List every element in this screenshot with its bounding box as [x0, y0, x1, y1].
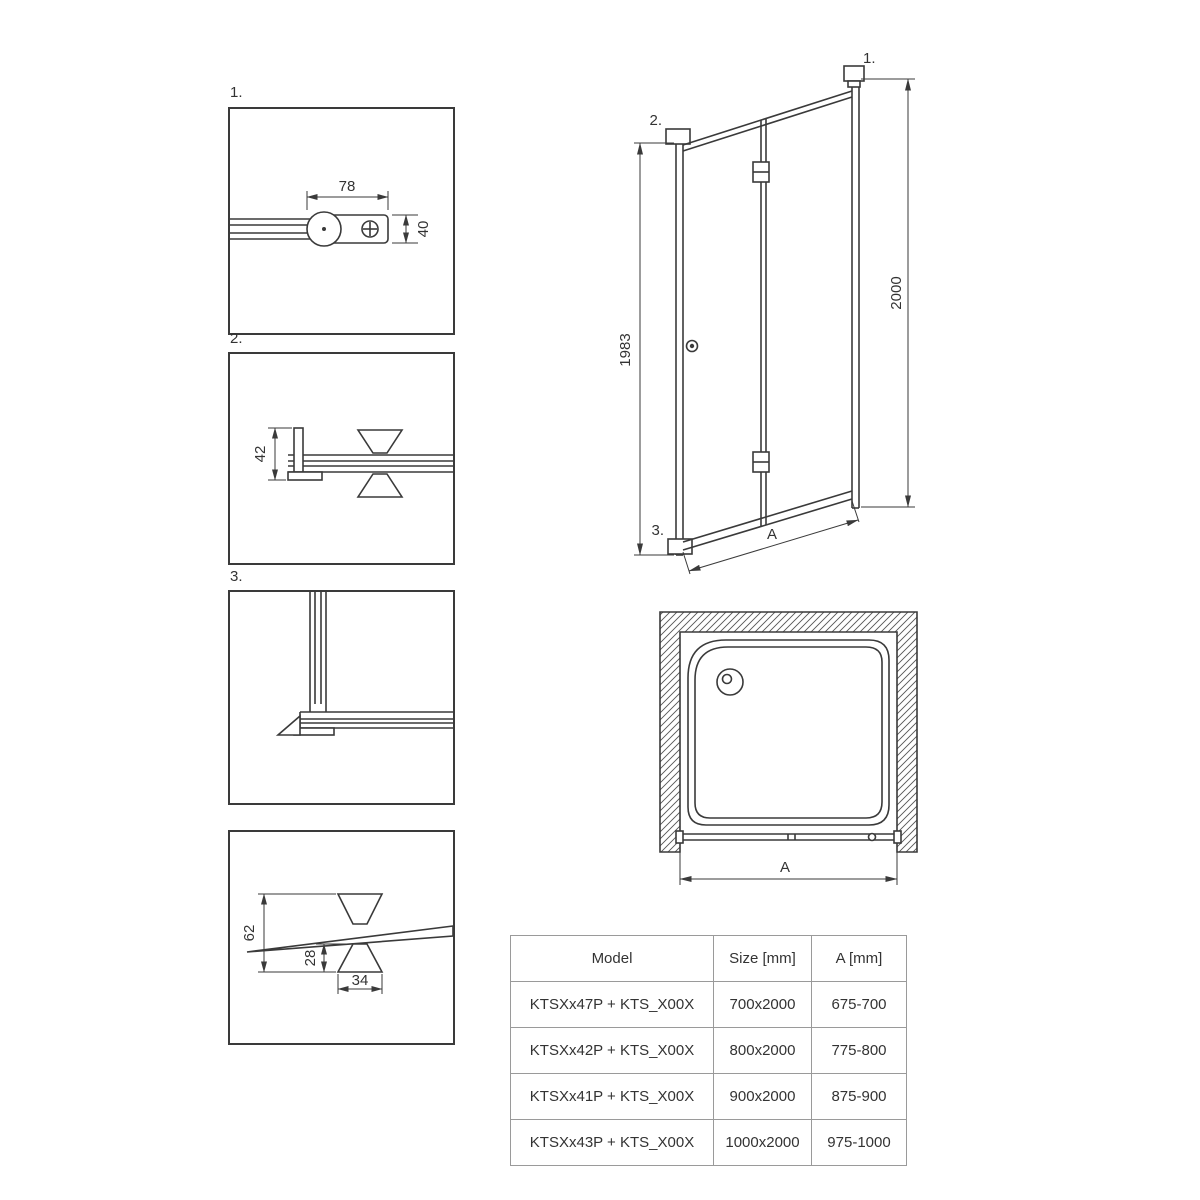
- bottom-rail-parts: [287, 427, 453, 498]
- callout-3-label: 3.: [651, 522, 664, 539]
- dim-34-label: 34: [352, 972, 369, 989]
- knob-bottom: [336, 943, 384, 973]
- cell-a: 675-700: [811, 981, 907, 1028]
- cell-size: 900x2000: [713, 1073, 812, 1120]
- cell-a: 875-900: [811, 1073, 907, 1120]
- shower-tray-inner: [694, 646, 883, 819]
- dim-1983-label: 1983: [617, 333, 634, 366]
- plan-view-drawing: A: [659, 611, 918, 885]
- cell-size: 1000x2000: [713, 1119, 812, 1166]
- plan-parts: [659, 611, 918, 853]
- shower-tray-outline: [687, 639, 890, 826]
- plan-dimensions: [679, 846, 898, 885]
- spec-table-header-row: Model Size [mm] A [mm]: [510, 935, 907, 982]
- table-row: KTSXx43P + KTS_X00X 1000x2000 975-1000: [510, 1119, 907, 1166]
- hinge-section-dimensions: [306, 191, 418, 244]
- detail-box-2: 42: [228, 352, 455, 565]
- detail-drawing-hinge-section: 78 40: [230, 178, 432, 247]
- table-row: KTSXx47P + KTS_X00X 700x2000 675-700: [510, 981, 907, 1028]
- drain-inner-icon: [721, 673, 733, 685]
- dim-40-label: 40: [415, 221, 432, 238]
- cell-a: 975-1000: [811, 1119, 907, 1166]
- wall-bracket: [293, 427, 304, 473]
- elevation-drawing: 1983 2000 A 1. 2. 3.: [617, 50, 915, 575]
- corner-seal-parts: [275, 592, 453, 736]
- detail-drawing-threshold-knob: 62 28 34: [241, 893, 454, 994]
- detail-box-3: [228, 590, 455, 805]
- spec-table: Model Size [mm] A [mm] KTSXx47P + KTS_X0…: [510, 935, 907, 1166]
- header-model: Model: [510, 935, 714, 982]
- left-top-bracket: [665, 128, 691, 145]
- knob-top: [336, 893, 384, 925]
- cell-model: KTSXx42P + KTS_X00X: [510, 1027, 714, 1074]
- dim-62-label: 62: [241, 925, 258, 942]
- door-elevation-dimensions: [634, 78, 915, 575]
- detail-box-4: 62 28 34: [228, 830, 455, 1045]
- dim-2000-label: 2000: [888, 276, 905, 309]
- detail-drawing-corner-seal: [275, 592, 453, 736]
- door-elevation-parts: [665, 65, 865, 556]
- hinge-section-parts: [230, 211, 389, 247]
- dim-a-elevation-label: A: [767, 526, 777, 543]
- cell-size: 800x2000: [713, 1027, 812, 1074]
- detail-2-label: 2.: [230, 330, 243, 347]
- plan-right-profile: [893, 830, 902, 844]
- callout-1-label: 1.: [863, 50, 876, 67]
- cell-model: KTSXx43P + KTS_X00X: [510, 1119, 714, 1166]
- plan-left-profile: [675, 830, 684, 844]
- left-bottom-bracket: [667, 538, 693, 555]
- dim-42-label: 42: [252, 446, 269, 463]
- threshold-dimensions: [258, 893, 383, 994]
- header-size: Size [mm]: [713, 935, 812, 982]
- threshold-parts: [246, 893, 454, 973]
- drip-seal-wedge: [275, 714, 301, 736]
- cell-a: 775-800: [811, 1027, 907, 1074]
- knob-bottom: [356, 473, 404, 498]
- cell-model: KTSXx47P + KTS_X00X: [510, 981, 714, 1028]
- table-row: KTSXx41P + KTS_X00X 900x2000 875-900: [510, 1073, 907, 1120]
- detail-box-1: 78 40: [228, 107, 455, 335]
- dim-a-plan-label: A: [780, 859, 790, 876]
- plan-knob-icon: [867, 832, 877, 842]
- detail-drawing-bottom-rail: 42: [252, 427, 453, 498]
- cell-size: 700x2000: [713, 981, 812, 1028]
- detail-1-label: 1.: [230, 84, 243, 101]
- cell-model: KTSXx41P + KTS_X00X: [510, 1073, 714, 1120]
- callout-2-label: 2.: [649, 112, 662, 129]
- dim-78-label: 78: [339, 178, 356, 195]
- knob-top: [356, 429, 404, 454]
- detail-3-label: 3.: [230, 568, 243, 585]
- bottom-rail-dimensions: [268, 427, 292, 481]
- table-row: KTSXx42P + KTS_X00X 800x2000 775-800: [510, 1027, 907, 1074]
- dim-28-label: 28: [302, 950, 319, 967]
- header-a: A [mm]: [811, 935, 907, 982]
